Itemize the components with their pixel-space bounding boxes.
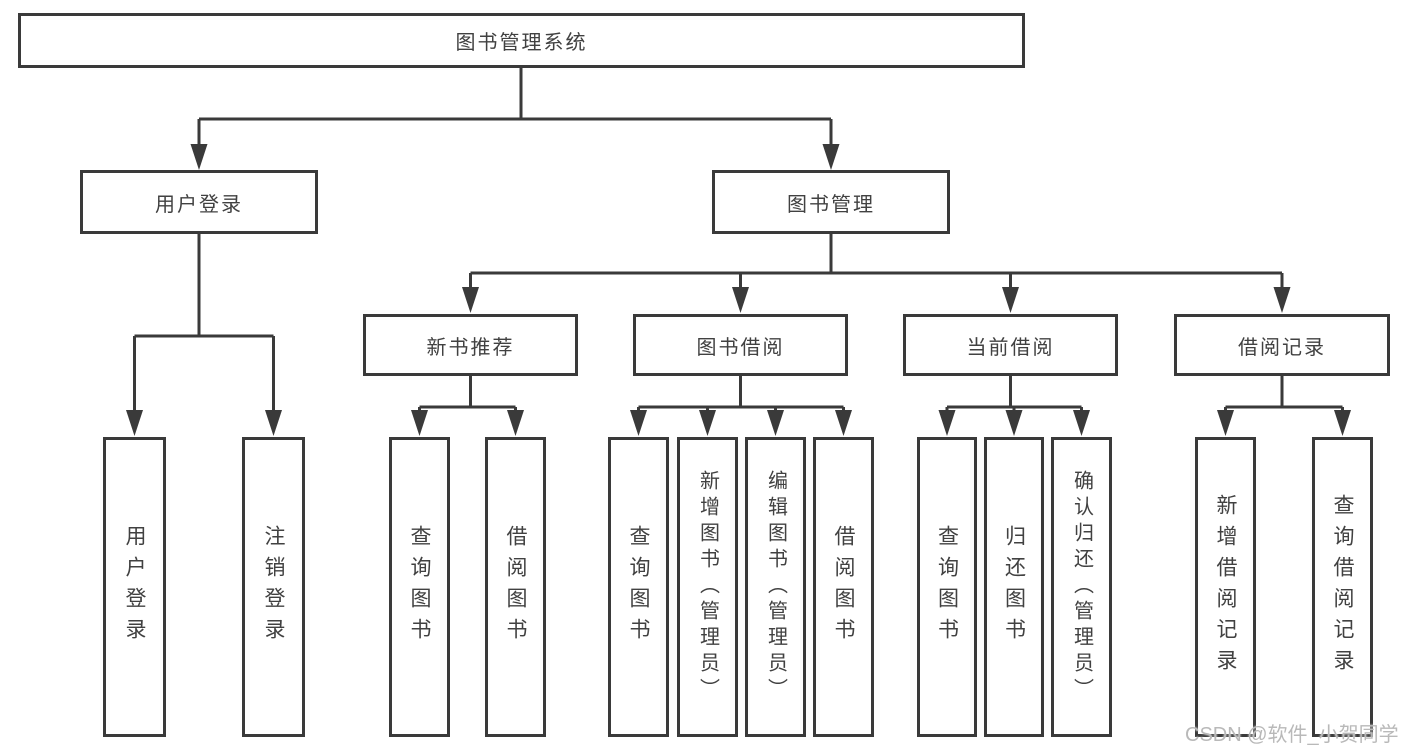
leaf-label: 借阅图书 bbox=[832, 525, 855, 649]
node-borrowing-records: 借阅记录 bbox=[1174, 314, 1390, 376]
node-book-management: 图书管理 bbox=[712, 170, 950, 234]
leaf-label: 查询图书 bbox=[935, 525, 959, 649]
leaf-query-books-current: 查询图书 bbox=[917, 437, 977, 737]
node-label: 当前借阅 bbox=[966, 336, 1055, 359]
leaf-label: 确认归还（管理员） bbox=[1070, 470, 1093, 704]
leaf-label: 用户登录 bbox=[123, 525, 146, 649]
leaf-borrow-books-recommend: 借阅图书 bbox=[485, 437, 546, 737]
leaf-edit-book-admin: 编辑图书（管理员） bbox=[745, 437, 806, 737]
leaf-label: 借阅图书 bbox=[504, 525, 527, 649]
leaf-label: 新增图书（管理员） bbox=[696, 470, 719, 704]
leaf-label: 查询图书 bbox=[627, 525, 650, 649]
leaf-label: 归还图书 bbox=[1002, 525, 1026, 649]
leaf-query-borrow-record: 查询借阅记录 bbox=[1312, 437, 1373, 737]
leaf-label: 注销登录 bbox=[262, 525, 285, 649]
leaf-return-books: 归还图书 bbox=[984, 437, 1044, 737]
node-label: 借阅记录 bbox=[1238, 336, 1326, 359]
leaf-query-books-recommend: 查询图书 bbox=[389, 437, 450, 737]
node-user-login: 用户登录 bbox=[80, 170, 318, 234]
leaf-label: 查询图书 bbox=[408, 525, 431, 649]
leaf-label: 查询借阅记录 bbox=[1331, 494, 1354, 680]
node-label: 图书管理系统 bbox=[455, 32, 588, 54]
node-label: 图书借阅 bbox=[696, 336, 785, 359]
leaf-label: 新增借阅记录 bbox=[1214, 494, 1237, 680]
leaf-logout: 注销登录 bbox=[242, 437, 305, 737]
leaf-add-book-admin: 新增图书（管理员） bbox=[677, 437, 738, 737]
node-library-management-system: 图书管理系统 bbox=[18, 13, 1025, 68]
node-label: 图书管理 bbox=[787, 193, 875, 216]
leaf-query-books-borrowing: 查询图书 bbox=[608, 437, 669, 737]
leaf-confirm-return-admin: 确认归还（管理员） bbox=[1051, 437, 1112, 737]
csdn-watermark: CSDN @软件_小贺同学 bbox=[1185, 724, 1399, 746]
leaf-user-login: 用户登录 bbox=[103, 437, 166, 737]
node-new-book-recommend: 新书推荐 bbox=[363, 314, 578, 376]
node-book-borrowing: 图书借阅 bbox=[633, 314, 848, 376]
leaf-add-borrow-record: 新增借阅记录 bbox=[1195, 437, 1256, 737]
leaf-label: 编辑图书（管理员） bbox=[764, 470, 787, 704]
leaf-borrow-books: 借阅图书 bbox=[813, 437, 874, 737]
node-current-borrowing: 当前借阅 bbox=[903, 314, 1118, 376]
node-label: 用户登录 bbox=[155, 193, 243, 216]
node-label: 新书推荐 bbox=[426, 336, 515, 359]
